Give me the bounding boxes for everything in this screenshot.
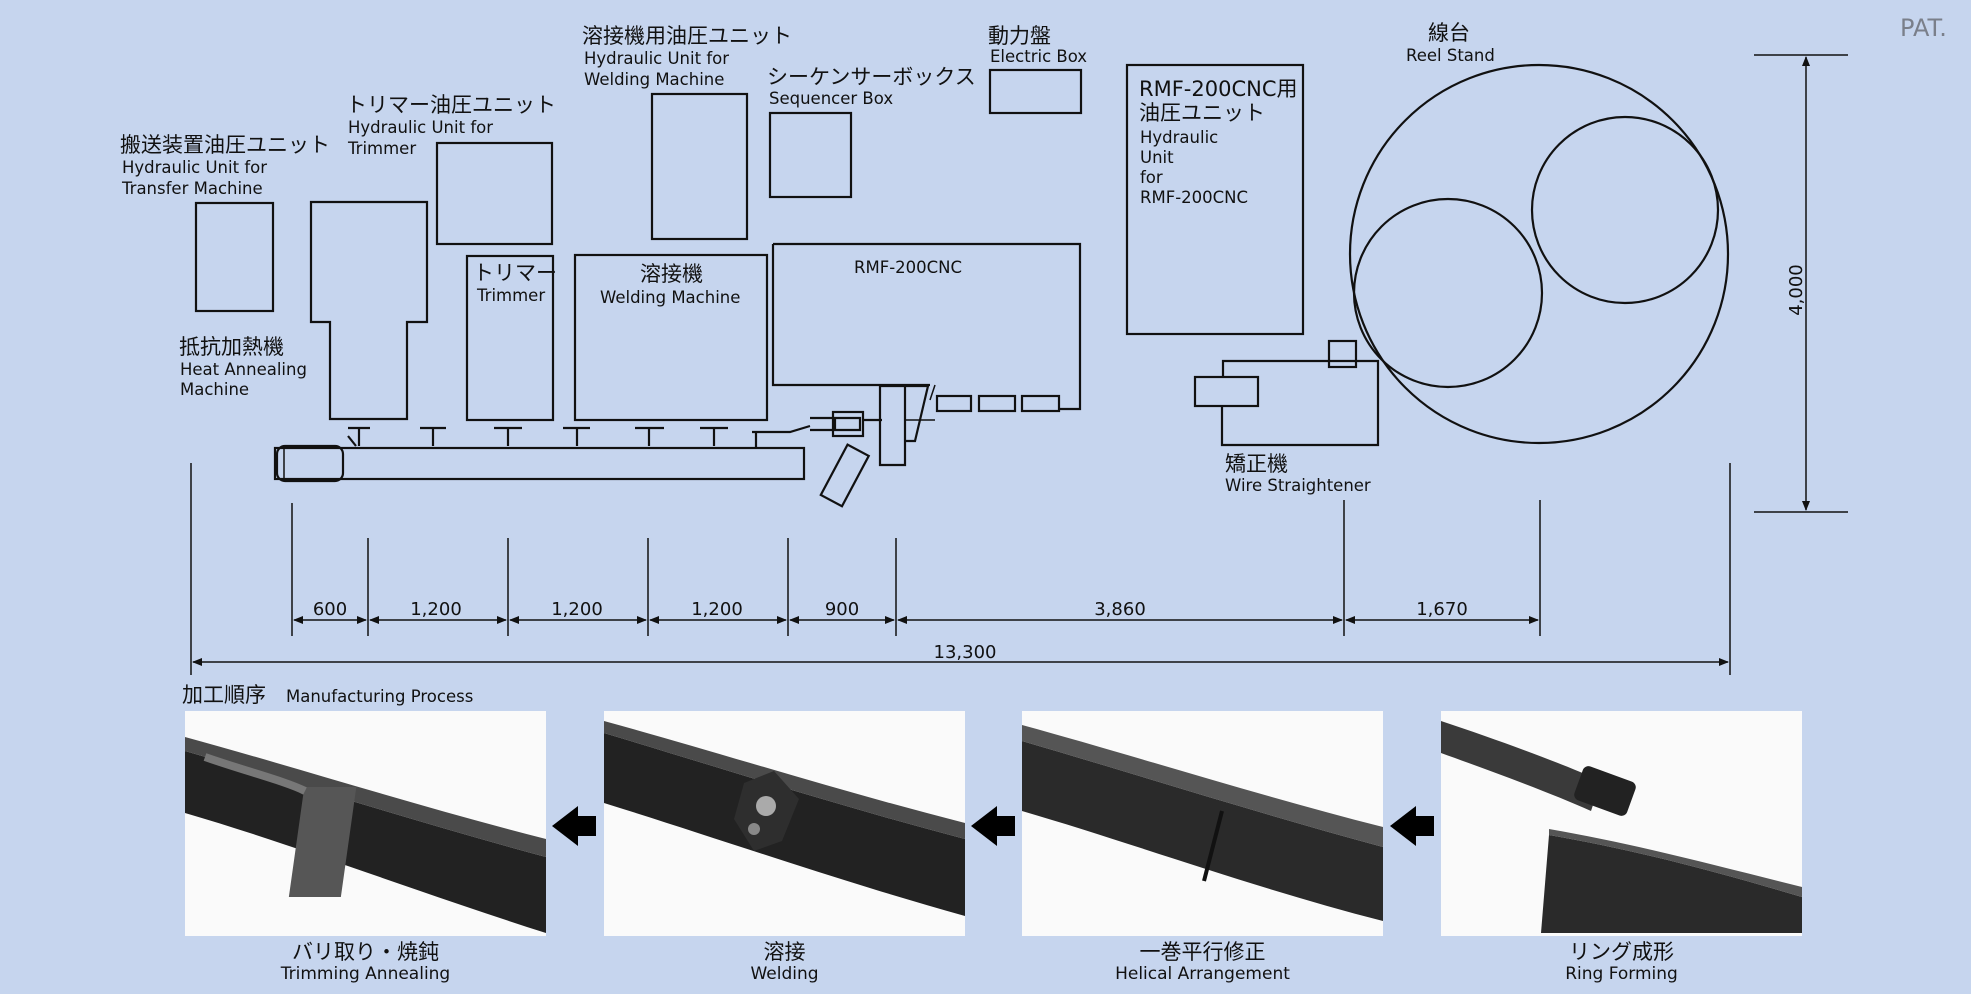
dim-1200-a: 1,200 bbox=[410, 599, 462, 620]
svg-text:溶接機用油圧ユニット: 溶接機用油圧ユニット bbox=[582, 24, 792, 48]
label-welding-machine: 溶接機 Welding Machine bbox=[600, 262, 740, 307]
svg-text:Welding Machine: Welding Machine bbox=[600, 288, 740, 307]
svg-text:抵抗加熱機: 抵抗加熱機 bbox=[179, 335, 284, 359]
svg-text:油圧ユニット: 油圧ユニット bbox=[1139, 101, 1265, 125]
label-trimmer: トリマー Trimmer bbox=[473, 261, 557, 305]
svg-text:線台: 線台 bbox=[1428, 21, 1470, 45]
photo-helical-arrangement bbox=[1022, 711, 1383, 936]
svg-text:Hydraulic Unit for: Hydraulic Unit for bbox=[122, 158, 267, 177]
svg-text:Hydraulic: Hydraulic bbox=[1140, 128, 1218, 147]
photo-trimming-annealing bbox=[185, 711, 546, 936]
process-title: 加工順序 Manufacturing Process bbox=[182, 683, 473, 707]
svg-text:シーケンサーボックス: シーケンサーボックス bbox=[767, 65, 976, 89]
svg-text:for: for bbox=[1140, 168, 1163, 187]
trimmer-hydraulic-unit bbox=[435, 141, 554, 246]
label-reel-stand: 線台 Reel Stand bbox=[1406, 21, 1495, 65]
rmf-forming-head bbox=[819, 384, 1061, 508]
svg-text:Trimmer: Trimmer bbox=[347, 139, 416, 158]
pat-mark: PAT. bbox=[1900, 14, 1947, 42]
svg-text:トリマー油圧ユニット: トリマー油圧ユニット bbox=[346, 93, 556, 117]
svg-text:Unit: Unit bbox=[1140, 148, 1174, 167]
dim-total-13300: 13,300 bbox=[934, 642, 997, 663]
dim-900: 900 bbox=[825, 599, 859, 620]
svg-text:Transfer Machine: Transfer Machine bbox=[121, 179, 263, 198]
svg-text:Hydraulic Unit for: Hydraulic Unit for bbox=[348, 118, 493, 137]
transfer-hydraulic-unit bbox=[194, 201, 275, 313]
dimension-lines bbox=[190, 54, 1848, 675]
svg-text:Electric Box: Electric Box bbox=[990, 47, 1087, 66]
svg-text:Trimmer: Trimmer bbox=[476, 286, 545, 305]
svg-text:Machine: Machine bbox=[180, 380, 249, 399]
electric-box bbox=[988, 68, 1083, 115]
dimension-labels: 600 1,200 1,200 1,200 900 3,860 1,670 13… bbox=[313, 264, 1807, 663]
heat-annealing-machine bbox=[309, 200, 429, 421]
svg-text:Heat Annealing: Heat Annealing bbox=[180, 360, 307, 379]
svg-text:Hydraulic Unit for: Hydraulic Unit for bbox=[584, 49, 729, 68]
label-electric-box: 動力盤 Electric Box bbox=[988, 24, 1087, 66]
label-sequencer-box: シーケンサーボックス Sequencer Box bbox=[767, 65, 976, 108]
svg-text:加工順序: 加工順序 bbox=[182, 683, 266, 707]
svg-text:動力盤: 動力盤 bbox=[988, 24, 1051, 48]
label-transfer-hydraulic: 搬送装置油圧ユニット Hydraulic Unit for Transfer M… bbox=[120, 133, 330, 198]
svg-text:RMF-200CNC用: RMF-200CNC用 bbox=[1139, 77, 1297, 101]
dim-1200-c: 1,200 bbox=[691, 599, 743, 620]
label-welding-hydraulic: 溶接機用油圧ユニット Hydraulic Unit for Welding Ma… bbox=[582, 24, 792, 89]
caption-trimming-annealing: バリ取り・焼鈍 Trimming Annealing bbox=[280, 940, 451, 984]
svg-text:溶接機: 溶接機 bbox=[640, 262, 703, 286]
caption-helical-arrangement: 一巻平行修正 Helical Arrangement bbox=[1115, 940, 1290, 984]
dim-3860: 3,860 bbox=[1094, 599, 1146, 620]
process-arrow-1 bbox=[552, 806, 596, 846]
label-rmf-hydraulic: RMF-200CNC用 油圧ユニット Hydraulic Unit for RM… bbox=[1139, 77, 1297, 207]
svg-text:Welding Machine: Welding Machine bbox=[584, 70, 724, 89]
dim-1670: 1,670 bbox=[1416, 599, 1468, 620]
label-rmf-200cnc: RMF-200CNC bbox=[854, 258, 962, 277]
caption-ring-forming: リング成形 Ring Forming bbox=[1565, 940, 1678, 984]
label-heat-annealing: 抵抗加熱機 Heat Annealing Machine bbox=[179, 335, 307, 399]
svg-text:Manufacturing Process: Manufacturing Process bbox=[286, 687, 473, 706]
dim-1200-b: 1,200 bbox=[551, 599, 603, 620]
label-trimmer-hydraulic: トリマー油圧ユニット Hydraulic Unit for Trimmer bbox=[346, 93, 556, 158]
svg-text:Sequencer Box: Sequencer Box bbox=[769, 89, 893, 108]
wire-straightener bbox=[1193, 339, 1380, 447]
dim-height-4000: 4,000 bbox=[1786, 264, 1807, 316]
process-arrow-3 bbox=[1390, 806, 1434, 846]
svg-text:RMF-200CNC: RMF-200CNC bbox=[1140, 188, 1248, 207]
welding-hydraulic-unit bbox=[650, 92, 749, 241]
label-wire-straightener: 矯正機 Wire Straightener bbox=[1225, 452, 1371, 495]
dim-600: 600 bbox=[313, 599, 347, 620]
sequencer-box bbox=[768, 111, 853, 199]
svg-text:搬送装置油圧ユニット: 搬送装置油圧ユニット bbox=[120, 133, 330, 157]
process-arrow-2 bbox=[971, 806, 1015, 846]
transfer-conveyor bbox=[273, 416, 862, 483]
trimmer bbox=[465, 254, 555, 422]
svg-text:Wire Straightener: Wire Straightener bbox=[1225, 476, 1371, 495]
svg-text:Reel Stand: Reel Stand bbox=[1406, 46, 1495, 65]
photo-ring-forming bbox=[1441, 711, 1802, 936]
rmf-hydraulic-unit bbox=[1125, 63, 1305, 336]
caption-welding: 溶接 Welding bbox=[750, 940, 819, 984]
svg-text:矯正機: 矯正機 bbox=[1225, 452, 1288, 476]
reel-stand bbox=[1348, 63, 1730, 445]
photo-welding bbox=[604, 711, 965, 936]
welding-machine bbox=[573, 253, 769, 422]
svg-text:トリマー: トリマー bbox=[473, 261, 557, 285]
rmf-200cnc-machine bbox=[771, 242, 1082, 411]
